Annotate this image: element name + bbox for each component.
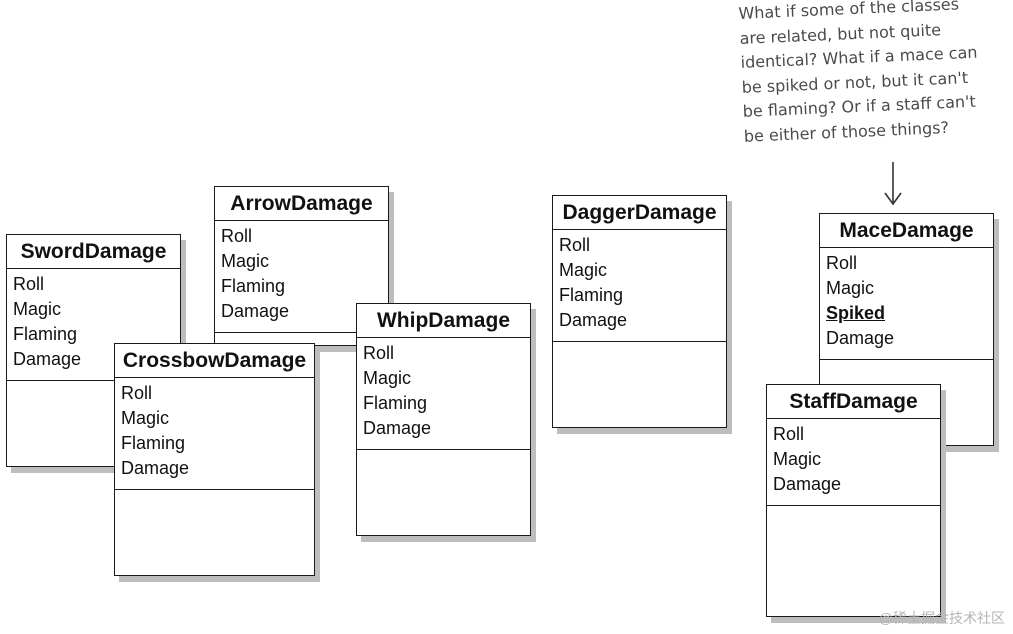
field-magic: Magic bbox=[121, 408, 170, 428]
field-roll: Roll bbox=[121, 383, 153, 403]
class-name: MaceDamage bbox=[820, 214, 993, 248]
field-damage: Damage bbox=[13, 349, 82, 369]
field-damage: Damage bbox=[363, 418, 432, 438]
field-magic: Magic bbox=[773, 449, 822, 469]
class-name: SwordDamage bbox=[7, 235, 180, 269]
handwritten-annotation: What if some of the classes are related,… bbox=[738, 0, 978, 146]
field-spiked: Spiked bbox=[826, 303, 886, 323]
class-box-whip-damage: WhipDamage Roll Magic Flaming Damage bbox=[356, 303, 531, 536]
class-fields: Roll Magic Flaming Damage bbox=[553, 230, 726, 342]
field-flaming: Flaming bbox=[559, 285, 624, 305]
field-damage: Damage bbox=[826, 328, 895, 348]
field-magic: Magic bbox=[826, 278, 875, 298]
field-roll: Roll bbox=[559, 235, 591, 255]
field-magic: Magic bbox=[363, 368, 412, 388]
class-box-arrow-damage: ArrowDamage Roll Magic Flaming Damage bbox=[214, 186, 389, 346]
field-roll: Roll bbox=[13, 274, 45, 294]
field-damage: Damage bbox=[121, 458, 190, 478]
field-damage: Damage bbox=[773, 474, 842, 494]
class-box-dagger-damage: DaggerDamage Roll Magic Flaming Damage bbox=[552, 195, 727, 428]
watermark: @稀土掘金技术社区 bbox=[878, 610, 1005, 626]
class-fields: Roll Magic Flaming Damage bbox=[7, 269, 180, 381]
field-magic: Magic bbox=[559, 260, 608, 280]
field-damage: Damage bbox=[221, 301, 290, 321]
class-name: StaffDamage bbox=[767, 385, 940, 419]
class-fields: Roll Magic Flaming Damage bbox=[357, 338, 530, 450]
field-flaming: Flaming bbox=[221, 276, 286, 296]
field-roll: Roll bbox=[826, 253, 858, 273]
field-magic: Magic bbox=[221, 251, 270, 271]
class-box-staff-damage: StaffDamage Roll Magic Damage bbox=[766, 384, 941, 617]
field-flaming: Flaming bbox=[13, 324, 78, 344]
field-roll: Roll bbox=[363, 343, 395, 363]
field-roll: Roll bbox=[773, 424, 805, 444]
class-fields: Roll Magic Damage bbox=[767, 419, 940, 506]
class-fields: Roll Magic Flaming Damage bbox=[115, 378, 314, 490]
field-flaming: Flaming bbox=[363, 393, 428, 413]
field-damage: Damage bbox=[559, 310, 628, 330]
down-arrow-icon bbox=[884, 162, 902, 206]
class-fields: Roll Magic Spiked Damage bbox=[820, 248, 993, 360]
field-roll: Roll bbox=[221, 226, 253, 246]
class-name: CrossbowDamage bbox=[115, 344, 314, 378]
class-box-crossbow-damage: CrossbowDamage Roll Magic Flaming Damage bbox=[114, 343, 315, 576]
class-name: WhipDamage bbox=[357, 304, 530, 338]
field-flaming: Flaming bbox=[121, 433, 186, 453]
class-name: DaggerDamage bbox=[553, 196, 726, 230]
class-name: ArrowDamage bbox=[215, 187, 388, 221]
field-magic: Magic bbox=[13, 299, 62, 319]
class-fields: Roll Magic Flaming Damage bbox=[215, 221, 388, 333]
